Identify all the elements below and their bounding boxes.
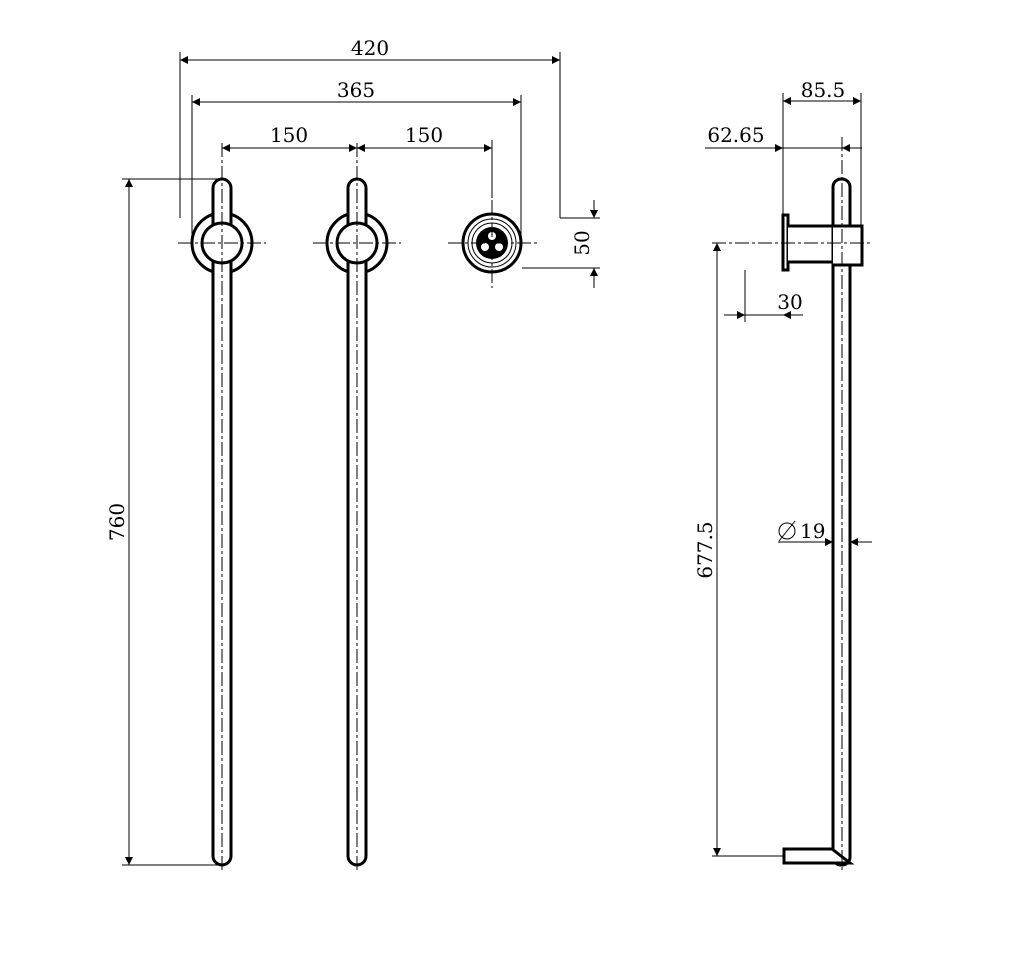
front-view: 420 365 150 150 50	[105, 36, 600, 870]
connector-pin-right	[495, 243, 503, 251]
dim-side-height: 677.5	[693, 243, 784, 857]
dim-tube-diameter-label: 19	[800, 519, 825, 543]
side-view: 85.5 62.65 30 19 677.	[693, 78, 872, 870]
dim-flange-diameter-label: 50	[570, 230, 594, 255]
dim-offset: 62.65	[705, 123, 862, 152]
rail-middle	[313, 143, 401, 870]
dim-side-height-label: 677.5	[693, 521, 717, 578]
dim-overall-width-label: 420	[351, 36, 389, 60]
rail-left	[178, 143, 266, 870]
dim-inner-width-label: 365	[337, 78, 375, 102]
dim-depth-label: 85.5	[801, 78, 846, 102]
dim-height: 760	[105, 178, 222, 866]
dim-flange-depth: 30	[724, 270, 803, 322]
dim-tube-diameter: 19	[778, 519, 872, 546]
dim-depth: 85.5	[782, 78, 862, 226]
dim-inner-width: 365	[191, 78, 522, 238]
connector-pin-left	[481, 243, 489, 251]
power-connector	[448, 200, 538, 288]
diameter-symbol-icon	[778, 522, 796, 540]
dim-overall-width: 420	[179, 36, 561, 218]
dim-spacing: 150 150	[222, 123, 493, 198]
dim-height-label: 760	[105, 503, 129, 541]
dim-spacing-right-label: 150	[405, 123, 443, 147]
side-foot	[782, 847, 855, 865]
dim-flange-diameter: 50	[522, 200, 600, 288]
dim-spacing-left-label: 150	[270, 123, 308, 147]
dim-offset-label: 62.65	[707, 123, 764, 147]
side-mount-front	[833, 224, 864, 267]
dim-flange-depth-label: 30	[777, 290, 802, 314]
